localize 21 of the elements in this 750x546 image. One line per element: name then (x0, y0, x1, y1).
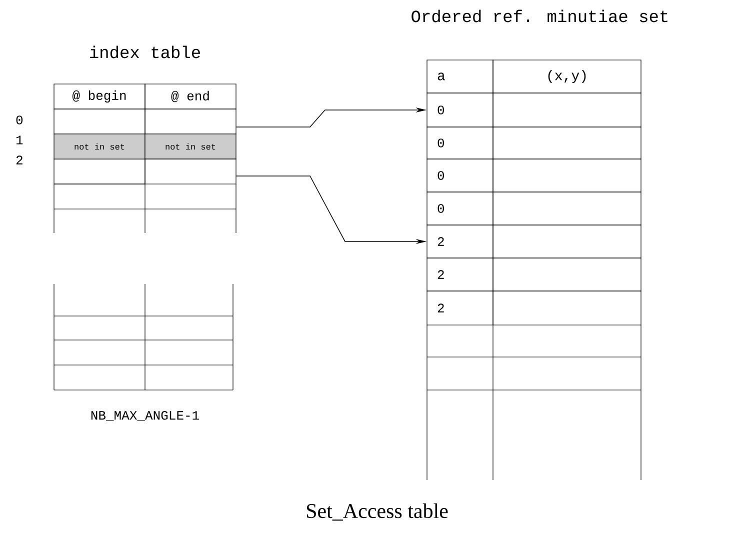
row-index: 1 (16, 136, 23, 144)
table-cell: @ begin (54, 84, 146, 110)
table-heading: Ordered ref. minutiae set (412, 10, 668, 22)
row-index: 0 (16, 116, 23, 124)
table-cell: not in set (54, 134, 146, 160)
table-cell: @ end (144, 84, 236, 110)
table-cell: 2 (426, 258, 494, 292)
row-index: 2 (16, 156, 22, 164)
row-label: NB_MAX_ANGLE-1 (91, 410, 199, 422)
table-cell: (x,y) (492, 60, 642, 94)
table-cell: 0 (426, 92, 494, 128)
table-cell: 2 (426, 224, 494, 258)
table-cell (144, 158, 236, 184)
table-heading: index table (90, 46, 200, 58)
caption: Set_Access table (306, 503, 448, 521)
table-cell: not in set (144, 134, 236, 160)
table-cell: 0 (426, 192, 494, 226)
table-cell: 0 (426, 158, 494, 192)
table-cell: a (426, 60, 494, 94)
table-cell: 0 (426, 126, 494, 160)
table-cell: 2 (426, 290, 494, 326)
